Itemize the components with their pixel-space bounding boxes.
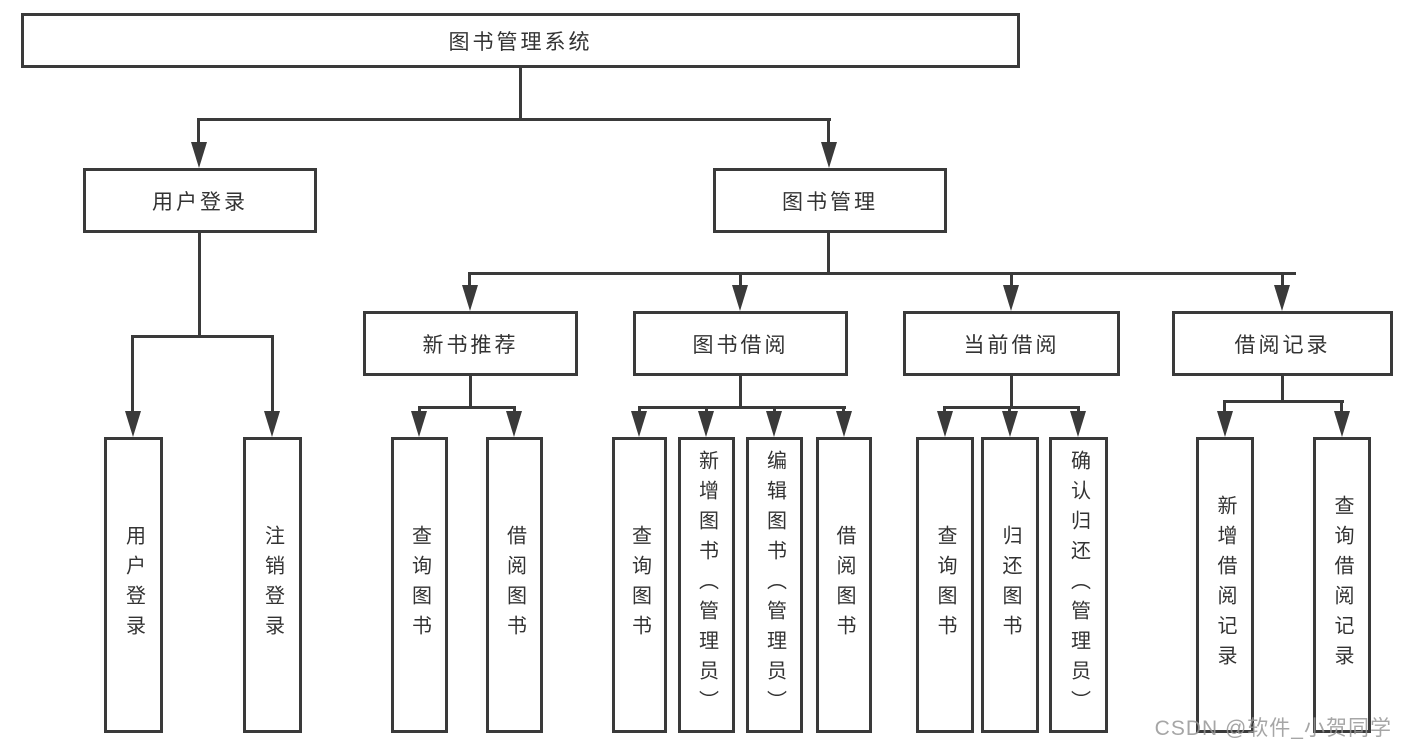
leaf-query-book-borrow: 查询图书 (612, 437, 667, 733)
arrow-down-icon (1002, 411, 1018, 437)
connector-line (842, 406, 845, 415)
node-new-book-recommend-label: 新书推荐 (422, 333, 519, 357)
arrow-down-icon (1003, 285, 1019, 311)
arrow-down-icon (1274, 285, 1290, 311)
connector-line (468, 272, 471, 289)
node-book-borrow: 图书借阅 (633, 311, 848, 376)
leaf-confirm-return-admin: 确认归还（管理员） (1049, 437, 1108, 733)
leaf-label: 确认归还（管理员） (1067, 450, 1090, 720)
node-book-management-label: 图书管理 (782, 190, 878, 214)
arrow-down-icon (631, 411, 647, 437)
leaf-label: 新增图书（管理员） (695, 450, 718, 720)
arrow-down-icon (1217, 411, 1233, 437)
connector-line (197, 118, 200, 146)
node-root-label: 图书管理系统 (448, 30, 593, 54)
leaf-add-book-admin: 新增图书（管理员） (678, 437, 735, 733)
leaf-edit-book-admin: 编辑图书（管理员） (746, 437, 803, 733)
arrow-down-icon (698, 411, 714, 437)
arrow-down-icon (264, 411, 280, 437)
connector-line (943, 406, 1080, 409)
connector-line (1281, 272, 1284, 289)
connector-line (827, 233, 830, 275)
leaf-query-borrow-record: 查询借阅记录 (1313, 437, 1371, 733)
node-current-borrow: 当前借阅 (903, 311, 1120, 376)
node-new-book-recommend: 新书推荐 (363, 311, 578, 376)
node-borrow-record: 借阅记录 (1172, 311, 1393, 376)
leaf-logout-label: 注销登录 (261, 525, 284, 645)
connector-line (197, 118, 831, 121)
leaf-label: 查询图书 (628, 525, 651, 645)
leaf-query-book-current: 查询图书 (916, 437, 974, 733)
leaf-label: 新增借阅记录 (1214, 495, 1236, 675)
csdn-watermark: CSDN @软件_小贺同学 (1154, 717, 1392, 740)
leaf-borrow-book: 借阅图书 (816, 437, 872, 733)
arrow-down-icon (732, 285, 748, 311)
connector-line (638, 406, 846, 409)
connector-line (1223, 400, 1226, 415)
connector-line (519, 68, 522, 121)
connector-line (513, 406, 516, 415)
connector-line (638, 406, 641, 415)
connector-line (1010, 272, 1013, 289)
node-root: 图书管理系统 (21, 13, 1020, 68)
leaf-query-book-recommend: 查询图书 (391, 437, 448, 733)
arrow-down-icon (411, 411, 427, 437)
arrow-down-icon (821, 142, 837, 168)
connector-line (827, 118, 830, 146)
connector-line (468, 272, 1296, 275)
arrow-down-icon (766, 411, 782, 437)
node-user-login-label: 用户登录 (152, 190, 248, 214)
leaf-logout: 注销登录 (243, 437, 302, 733)
node-user-login: 用户登录 (83, 168, 317, 233)
connector-line (705, 406, 708, 415)
node-current-borrow-label: 当前借阅 (963, 333, 1060, 357)
connector-line (1223, 400, 1344, 403)
arrow-down-icon (506, 411, 522, 437)
leaf-label: 查询借阅记录 (1331, 495, 1353, 675)
arrow-down-icon (191, 142, 207, 168)
connector-line (1008, 406, 1011, 415)
leaf-borrow-book-recommend: 借阅图书 (486, 437, 543, 733)
leaf-user-login: 用户登录 (104, 437, 163, 733)
node-book-management: 图书管理 (713, 168, 947, 233)
connector-line (1281, 376, 1284, 403)
connector-line (773, 406, 776, 415)
leaf-add-borrow-record: 新增借阅记录 (1196, 437, 1254, 733)
connector-line (131, 335, 134, 415)
leaf-label: 借阅图书 (503, 525, 526, 645)
connector-line (198, 233, 201, 338)
leaf-return-book: 归还图书 (981, 437, 1039, 733)
connector-line (131, 335, 274, 338)
arrow-down-icon (1334, 411, 1350, 437)
connector-line (1340, 400, 1343, 415)
node-book-borrow-label: 图书借阅 (692, 333, 789, 357)
arrow-down-icon (937, 411, 953, 437)
connector-line (1010, 376, 1013, 409)
connector-line (418, 406, 516, 409)
connector-line (739, 376, 742, 409)
arrow-down-icon (836, 411, 852, 437)
leaf-user-login-label: 用户登录 (122, 525, 145, 645)
leaf-label: 查询图书 (408, 525, 431, 645)
leaf-label: 借阅图书 (833, 525, 855, 645)
connector-line (943, 406, 946, 415)
leaf-label: 编辑图书（管理员） (763, 450, 786, 720)
arrow-down-icon (125, 411, 141, 437)
connector-line (739, 272, 742, 289)
leaf-label: 查询图书 (934, 525, 956, 645)
connector-line (1077, 406, 1080, 415)
node-borrow-record-label: 借阅记录 (1234, 333, 1331, 357)
connector-line (271, 335, 274, 415)
connector-line (469, 376, 472, 409)
leaf-label: 归还图书 (999, 525, 1021, 645)
arrow-down-icon (1070, 411, 1086, 437)
connector-line (418, 406, 421, 415)
arrow-down-icon (462, 285, 478, 311)
